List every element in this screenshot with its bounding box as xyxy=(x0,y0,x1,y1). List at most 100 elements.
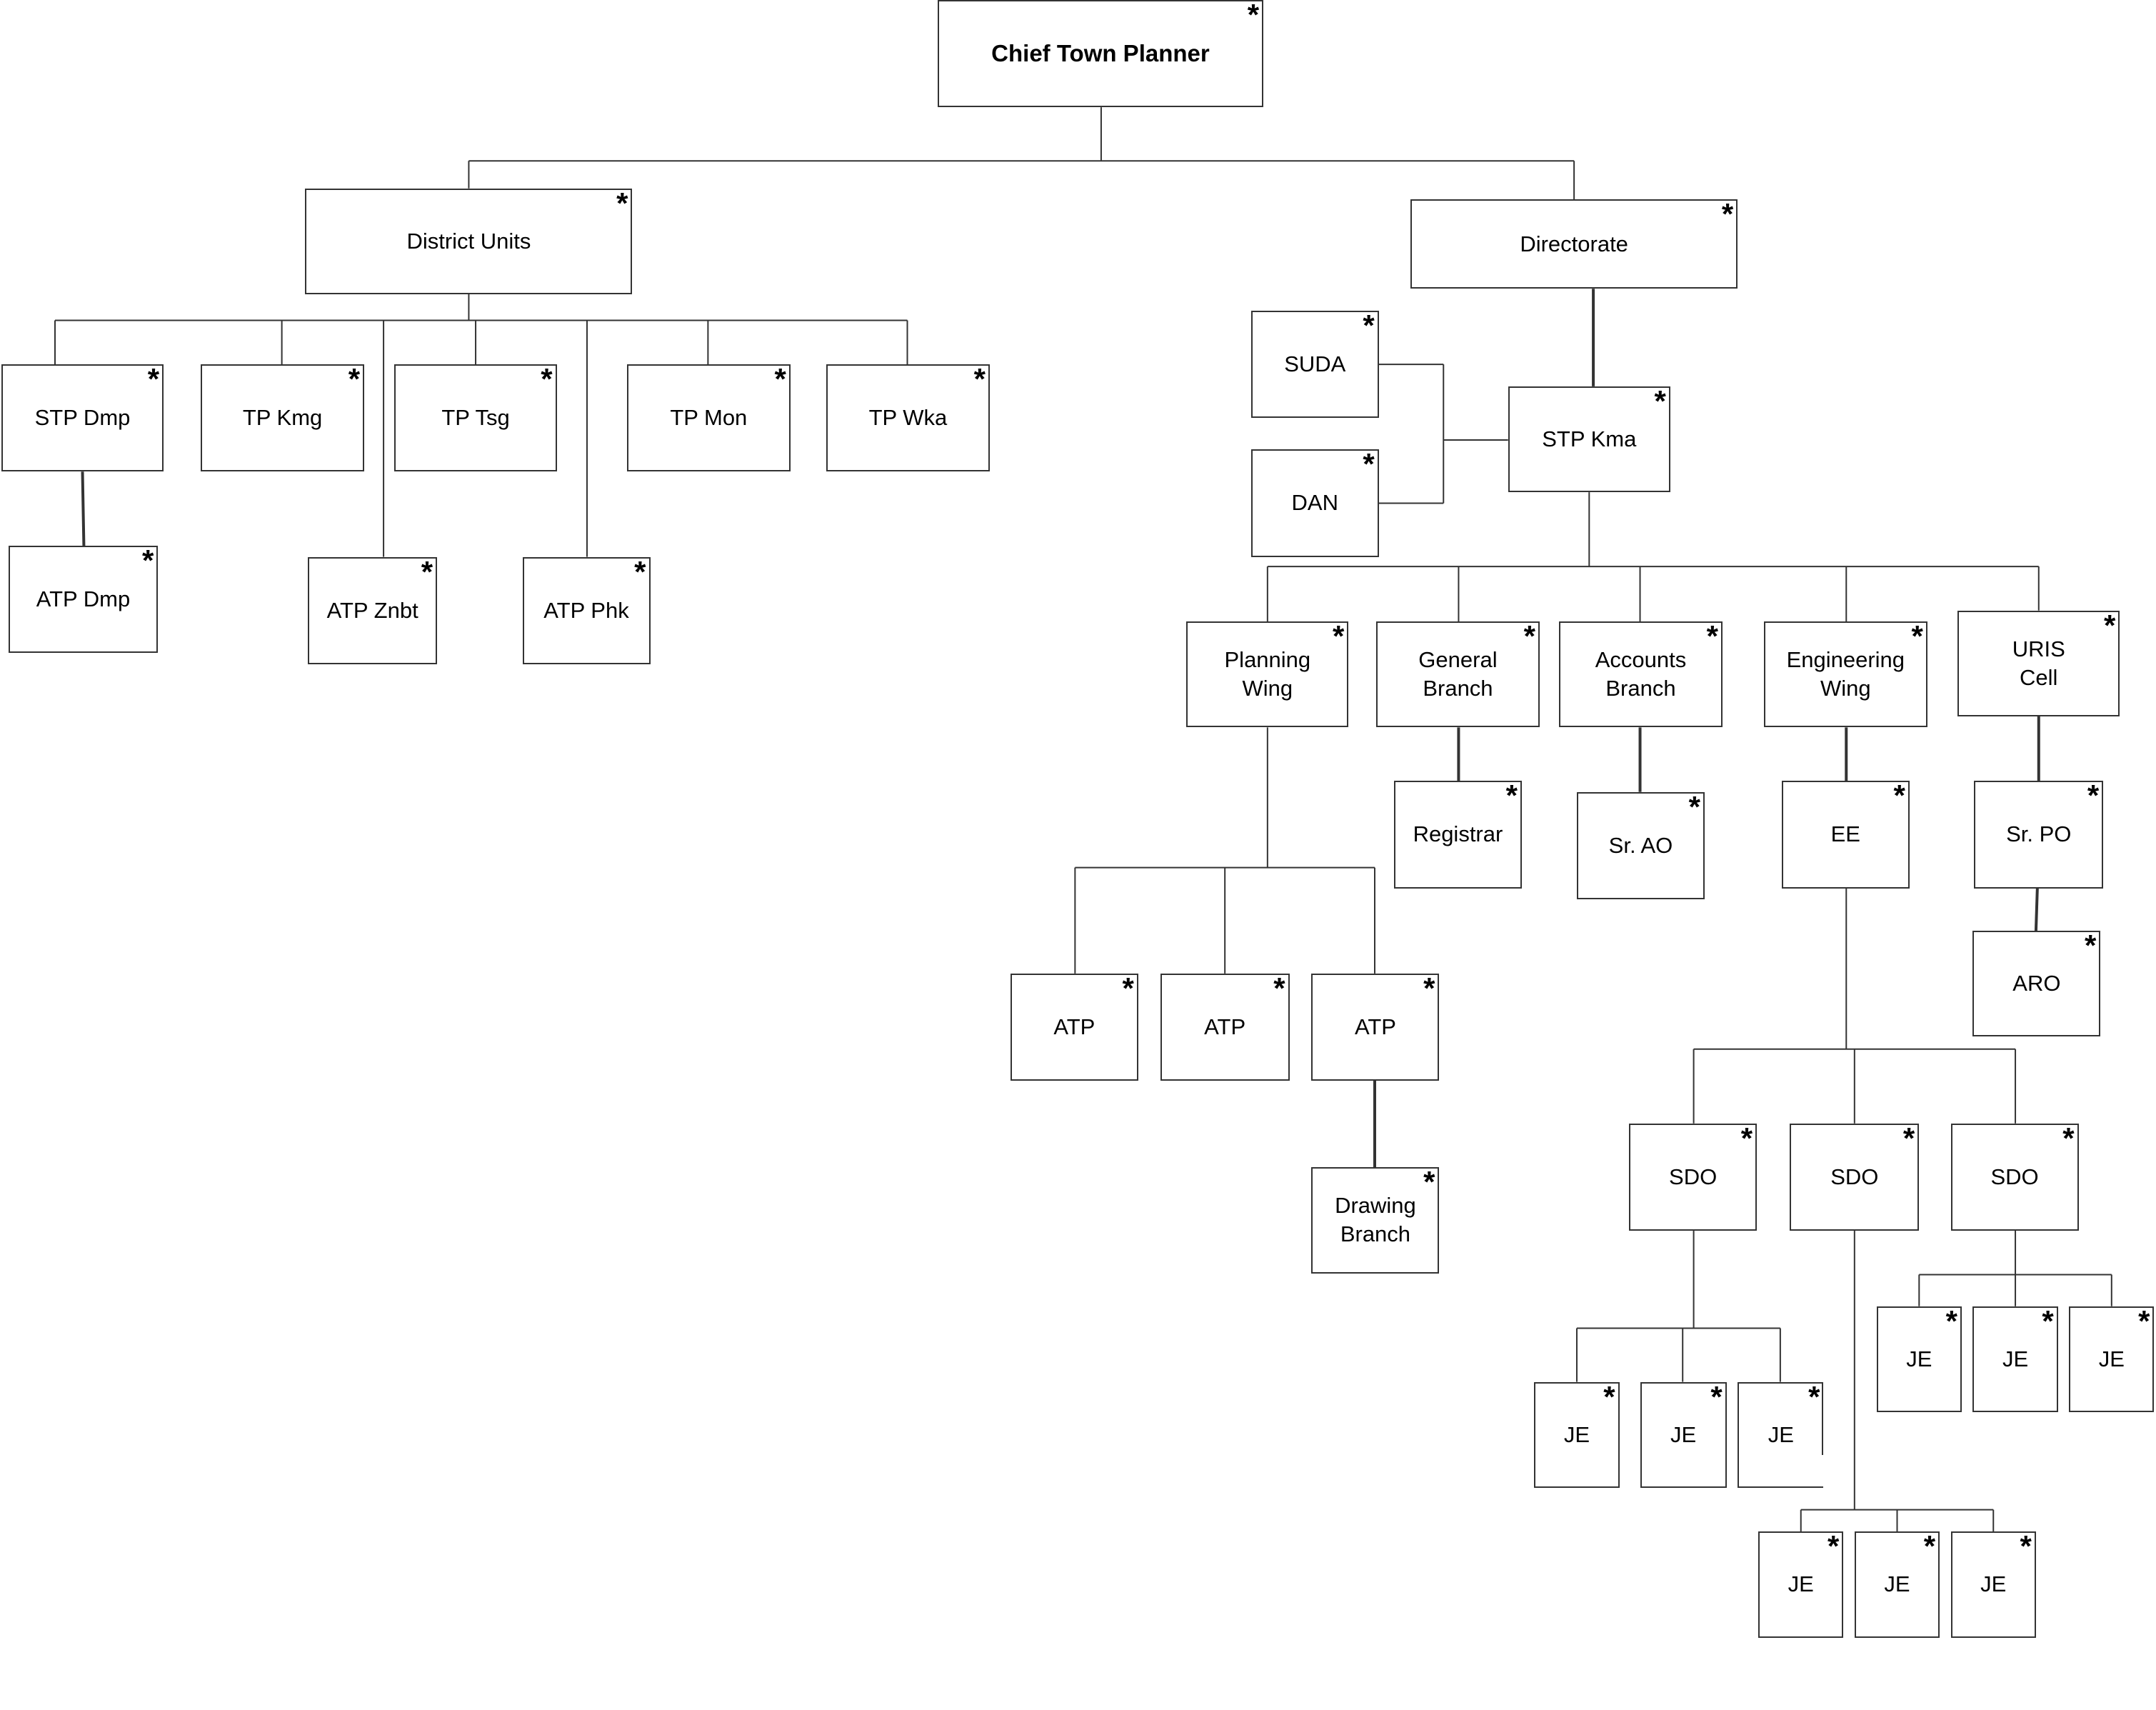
node-label: DAN xyxy=(1291,490,1338,516)
asterisk-icon: * xyxy=(1721,197,1734,231)
asterisk-icon: * xyxy=(1333,619,1345,654)
org-node-uris[interactable]: URIS Cell* xyxy=(1957,608,2120,716)
org-node-srao[interactable]: Sr. AO* xyxy=(1576,789,1705,899)
org-node-atpphk[interactable]: ATP Phk* xyxy=(522,554,651,664)
org-node-planning[interactable]: Planning Wing * xyxy=(1186,619,1349,728)
node-label: TP Kmg xyxy=(242,405,323,431)
org-node-general[interactable]: General Branch* xyxy=(1375,621,1540,728)
asterisk-icon: * xyxy=(2042,1304,2054,1338)
node-label: JE xyxy=(1768,1421,1794,1447)
org-node-atp1[interactable]: ATP * xyxy=(1010,971,1138,1081)
asterisk-icon: * xyxy=(616,186,628,220)
node-label: Engineering Wing xyxy=(1786,646,1905,701)
asterisk-icon: * xyxy=(1945,1304,1957,1338)
org-node-atpdmp[interactable]: ATP Dmp* xyxy=(8,546,159,654)
node-label: Drawing Branch xyxy=(1335,1193,1416,1247)
node-label: TP Mon xyxy=(670,405,748,431)
node-label: SDO xyxy=(1669,1164,1718,1189)
org-node-ctp[interactable]: Chief Town Planner* xyxy=(937,0,1264,108)
asterisk-icon: * xyxy=(1423,971,1435,1005)
org-node-aro[interactable]: ARO* xyxy=(1972,931,2101,1037)
node-label: Sr. PO xyxy=(2006,821,2072,847)
org-node-stpkma[interactable]: STP Kma * xyxy=(1508,384,1670,493)
asterisk-icon: * xyxy=(1740,1121,1753,1155)
asterisk-icon: * xyxy=(1808,1379,1820,1414)
node-label: Accounts Branch xyxy=(1595,646,1687,701)
asterisk-icon: * xyxy=(2062,1121,2075,1155)
org-node-je1[interactable]: JE * xyxy=(1534,1379,1620,1488)
asterisk-icon: * xyxy=(1603,1379,1615,1414)
org-node-srpo[interactable]: Sr. PO* xyxy=(1974,781,2104,889)
node-label: JE xyxy=(1670,1421,1697,1447)
node-label: ATP Znbt xyxy=(326,597,418,623)
org-node-registrar[interactable]: Registrar* xyxy=(1393,779,1522,889)
org-node-engineering[interactable]: Engineering Wing* xyxy=(1763,619,1927,728)
asterisk-icon: * xyxy=(147,362,160,396)
asterisk-icon: * xyxy=(1363,447,1375,481)
org-node-accounts[interactable]: Accounts Branch * xyxy=(1558,619,1723,728)
org-node-je7[interactable]: JE * xyxy=(1758,1529,1844,1638)
org-node-sdo1[interactable]: SDO * xyxy=(1629,1121,1758,1231)
connector-line xyxy=(81,471,86,546)
asterisk-icon: * xyxy=(973,362,986,396)
asterisk-icon: * xyxy=(2103,608,2116,642)
node-label: JE xyxy=(2002,1346,2029,1371)
org-node-tpmon[interactable]: TP Mon* xyxy=(626,364,791,472)
asterisk-icon: * xyxy=(1122,971,1134,1005)
org-node-district[interactable]: District Units* xyxy=(305,186,633,294)
node-label: Registrar xyxy=(1413,821,1503,847)
node-label: JE xyxy=(1788,1571,1814,1597)
asterisk-icon: * xyxy=(1273,971,1285,1005)
asterisk-icon: * xyxy=(1706,619,1718,654)
org-node-atp2[interactable]: ATP * xyxy=(1160,971,1290,1081)
org-node-atpznbt[interactable]: ATP Znbt* xyxy=(308,554,438,664)
asterisk-icon: * xyxy=(421,554,433,589)
asterisk-icon: * xyxy=(1911,619,1923,654)
asterisk-icon: * xyxy=(1654,384,1666,418)
node-label: Planning Wing xyxy=(1224,646,1311,701)
org-node-sdo2[interactable]: SDO * xyxy=(1790,1121,1920,1231)
node-label: ATP xyxy=(1204,1014,1246,1039)
org-node-drawing[interactable]: Drawing Branch* xyxy=(1311,1165,1440,1274)
org-node-je5[interactable]: JE * xyxy=(1972,1304,2058,1412)
asterisk-icon: * xyxy=(1902,1121,1915,1155)
asterisk-icon: * xyxy=(634,554,646,589)
org-node-ee[interactable]: EE* xyxy=(1781,781,1910,889)
org-node-tpkmg[interactable]: TP Kmg * xyxy=(201,362,365,472)
asterisk-icon: * xyxy=(1688,789,1700,824)
asterisk-icon: * xyxy=(1423,1165,1435,1199)
org-node-tpwka[interactable]: TP Wka* xyxy=(826,362,990,472)
asterisk-icon: * xyxy=(1710,1379,1723,1414)
org-node-atp3[interactable]: ATP* xyxy=(1311,971,1440,1081)
node-label: JE xyxy=(1563,1421,1590,1447)
node-label: STP Kma xyxy=(1542,426,1637,451)
org-node-suda[interactable]: SUDA* xyxy=(1250,311,1379,419)
node-label: ATP xyxy=(1053,1014,1095,1039)
asterisk-icon: * xyxy=(2020,1529,2032,1564)
asterisk-icon: * xyxy=(1827,1529,1840,1564)
node-label: General Branch xyxy=(1418,646,1498,701)
node-label: SDO xyxy=(1830,1164,1879,1189)
org-node-je4[interactable]: JE * xyxy=(1876,1304,1962,1412)
asterisk-icon: * xyxy=(2138,1304,2150,1338)
org-node-je3[interactable]: JE * xyxy=(1738,1379,1823,1488)
org-node-je9[interactable]: JE* xyxy=(1950,1529,2036,1638)
org-node-dan[interactable]: DAN * xyxy=(1250,447,1379,557)
node-label: ATP Phk xyxy=(543,597,629,623)
node-label: JE xyxy=(1906,1346,1932,1371)
org-node-sdo3[interactable]: SDO* xyxy=(1950,1121,2079,1231)
connector-line xyxy=(2034,888,2039,931)
node-label: Chief Town Planner xyxy=(991,39,1210,66)
node-label: JE xyxy=(2098,1346,2125,1371)
asterisk-icon: * xyxy=(1505,779,1518,813)
org-node-je8[interactable]: JE* xyxy=(1854,1529,1940,1638)
node-label: STP Dmp xyxy=(34,405,131,431)
org-node-stpdmp[interactable]: STP Dmp * xyxy=(1,362,164,472)
asterisk-icon: * xyxy=(348,362,361,396)
org-node-tptsg[interactable]: TP Tsg* xyxy=(394,364,557,472)
asterisk-icon: * xyxy=(1923,1529,1936,1564)
org-node-je6[interactable]: JE * xyxy=(2069,1304,2155,1412)
org-node-directorate[interactable]: Directorate* xyxy=(1410,199,1738,289)
org-node-je2[interactable]: JE * xyxy=(1640,1379,1727,1488)
